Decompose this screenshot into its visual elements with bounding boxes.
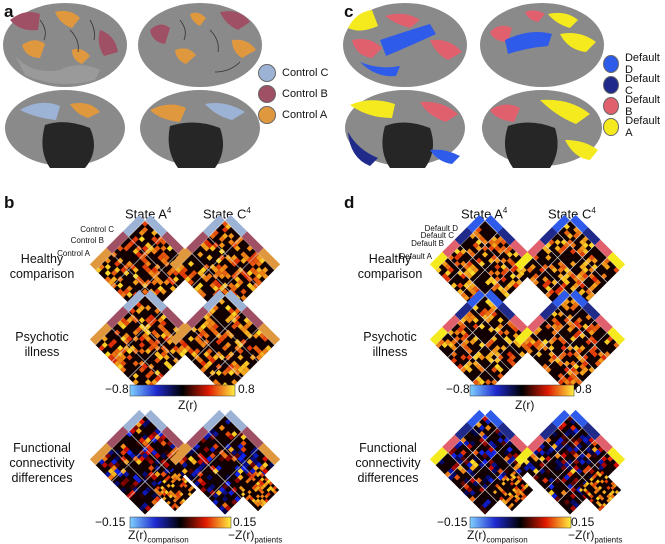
legend-label: Control B xyxy=(282,88,328,100)
colorbar xyxy=(129,384,236,397)
net-label-default-c: Default C xyxy=(420,231,454,240)
connectivity-matrix xyxy=(153,468,197,512)
legend-swatch xyxy=(603,76,619,94)
connectivity-matrix xyxy=(514,289,626,395)
brain-a-medial-right xyxy=(140,90,260,168)
colorbar-main-left-min: −0.8 xyxy=(105,382,129,396)
panel-label-c: c xyxy=(344,2,354,21)
colorbar xyxy=(469,516,572,529)
brain-c-medial-right xyxy=(482,90,602,168)
colorbar-diff-left-max: 0.15 xyxy=(233,515,257,529)
brain-c-lateral-left xyxy=(343,3,467,87)
panel-label-a: a xyxy=(4,2,14,21)
connectivity-matrix xyxy=(236,468,280,512)
legend-swatch xyxy=(603,97,620,115)
default-legend-item: Default D xyxy=(603,52,665,76)
legend-label: Control C xyxy=(282,67,329,79)
colorbar-main-right-label: Z(r) xyxy=(515,398,535,412)
brain-a-lateral-left xyxy=(3,3,127,87)
default-legend-item: Default A xyxy=(603,115,665,139)
legend-label: Default A xyxy=(625,115,661,139)
colorbar-main-left-label: Z(r) xyxy=(178,398,198,412)
net-label-default-b: Default B xyxy=(411,239,444,248)
brain-c-lateral-right xyxy=(480,3,604,87)
colorbar-diff-right-label1: Z(r)comparison xyxy=(467,528,528,544)
colorbar-diff-right-max: 0.15 xyxy=(571,515,595,529)
panel-label-b: b xyxy=(4,193,15,212)
brain-a-medial-left xyxy=(5,90,125,168)
colorbar-main-left-max: 0.8 xyxy=(238,382,255,396)
colorbar xyxy=(129,516,232,529)
colorbar-main-right-max: 0.8 xyxy=(575,382,592,396)
net-label-control-b: Control B xyxy=(70,236,104,245)
colorbar-main-right-min: −0.8 xyxy=(446,382,470,396)
control-legend-item: Control A xyxy=(258,106,327,124)
net-label-control-c: Control C xyxy=(80,225,114,234)
legend-swatch xyxy=(258,64,276,82)
net-label-control-a: Control A xyxy=(57,249,90,258)
legend-swatch xyxy=(603,118,620,136)
colorbar-diff-right-min: −0.15 xyxy=(437,515,468,529)
default-legend-item: Default B xyxy=(603,94,665,118)
colorbar-diff-left-label2: −Z(r)patients xyxy=(228,528,283,544)
legend-label: Default D xyxy=(624,52,660,76)
colorbar-diff-right-label2: −Z(r)patients xyxy=(568,528,623,544)
legend-label: Default C xyxy=(624,73,660,97)
panel-label-d: d xyxy=(344,193,355,212)
brain-c-medial-left xyxy=(345,90,465,168)
legend-swatch xyxy=(258,106,276,124)
brain-a-lateral-right xyxy=(138,3,262,87)
legend-swatch xyxy=(258,85,276,103)
control-legend-item: Control C xyxy=(258,64,328,82)
colorbar xyxy=(469,384,575,397)
state-c-header-left: State C4 xyxy=(203,206,251,222)
colorbar-diff-left-min: −0.15 xyxy=(95,515,126,529)
legend-label: Control A xyxy=(282,109,328,121)
legend-label: Default B xyxy=(625,94,660,118)
control-legend-item: Control B xyxy=(258,85,328,103)
state-a-header-left: State A4 xyxy=(125,206,172,222)
net-label-default-d: Default D xyxy=(424,224,458,233)
legend-swatch xyxy=(603,55,619,73)
colorbar-diff-left-label1: Z(r)comparison xyxy=(128,528,189,544)
default-legend-item: Default C xyxy=(603,73,665,97)
connectivity-matrix xyxy=(514,214,626,320)
state-c-header-right: State C4 xyxy=(548,206,596,222)
net-label-default-a: Default A xyxy=(399,252,432,261)
connectivity-matrix xyxy=(169,289,281,395)
